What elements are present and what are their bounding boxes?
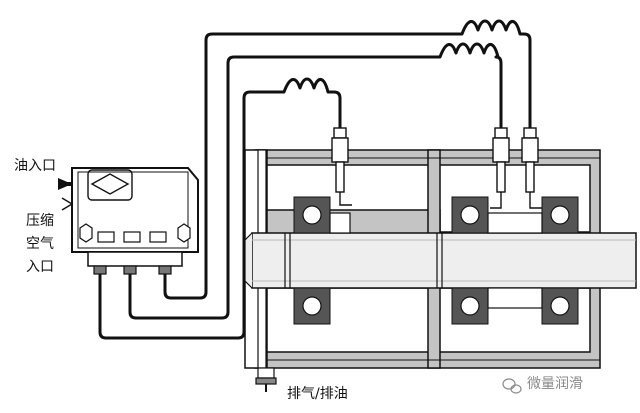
label-air-line1: 压缩 (26, 213, 54, 229)
output-fitting-3 (158, 265, 172, 275)
oil-inlet-arrow-icon (58, 178, 72, 190)
output-fitting-2 (123, 265, 137, 275)
watermark-text: 微量润滑 (527, 376, 583, 392)
label-exhaust: 排气/排油 (287, 386, 348, 402)
bearing-left-upper (293, 196, 331, 234)
supply-line-1 (163, 19, 532, 300)
control-button-2 (123, 231, 141, 243)
control-button-3 (149, 231, 167, 243)
output-fitting-1 (93, 265, 107, 275)
supply-line-2 (128, 42, 503, 320)
hex-bolt-right-icon (177, 223, 191, 243)
indicator-diamond-icon (87, 169, 133, 201)
label-oil-inlet: 油入口 (14, 158, 56, 174)
label-air-line2: 空气 (26, 236, 54, 252)
drain-port (255, 367, 277, 392)
wechat-icon (502, 378, 522, 394)
control-button-1 (97, 231, 115, 243)
hex-bolt-left-icon (79, 223, 93, 243)
label-air-line3: 入口 (26, 259, 54, 275)
mql-control-unit (58, 167, 199, 275)
air-inlet-arrow-icon (61, 197, 74, 211)
nozzle-group (331, 127, 542, 209)
spindle-shaft (244, 232, 637, 289)
supply-line-3 (98, 77, 342, 340)
